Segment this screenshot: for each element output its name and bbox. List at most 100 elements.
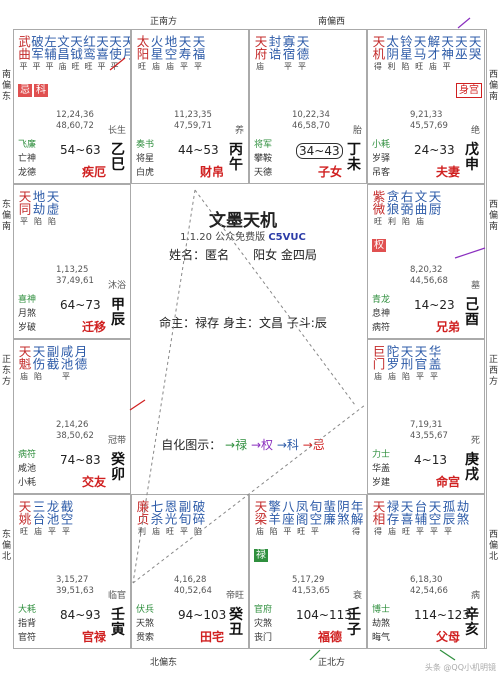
star-column: 天机得	[370, 35, 385, 70]
star-column: 天相得	[371, 500, 386, 535]
star-list: 武曲平破军平左辅平文昌庙天钺旺红鸾旺天喜平天使平天月大耗龙德	[16, 35, 130, 70]
growth-stage: 病	[470, 591, 480, 601]
age-line-1: 10,22,34	[292, 110, 330, 120]
god-1: 奏书	[136, 140, 155, 150]
star-brightness: 平	[32, 62, 41, 70]
hua-badge: 权	[372, 239, 386, 252]
star-name: 天钺	[68, 35, 83, 60]
god-3: 晦气	[372, 633, 391, 643]
star-list: 天姚旺三台庙龙池平截空平	[17, 500, 127, 535]
age-line-2: 47,59,71	[174, 121, 212, 131]
center-line1: 姓名：匿名 阳女 金四局	[169, 248, 317, 262]
decade-range: 24~33	[414, 143, 455, 157]
stem-branch: 甲辰	[111, 297, 125, 328]
star-list: 太阳旺火星庙地空庙天寿平天福平	[135, 35, 245, 70]
decade-range: 4~13	[414, 453, 447, 467]
god-1: 飞廉	[18, 140, 37, 150]
star-column: 擎羊陷	[266, 500, 282, 535]
badge-group: 忌科	[18, 78, 50, 97]
star-name: 武曲	[16, 35, 31, 60]
hua-badge: 忌	[18, 84, 32, 97]
star-brightness: 庙	[165, 62, 175, 70]
star-name: 天喜	[398, 500, 414, 525]
star-brightness: 旺	[296, 527, 306, 535]
star-brightness: 旺	[414, 62, 424, 70]
growth-stage: 胎	[352, 126, 362, 136]
god-list: 力士华盖岁建	[372, 448, 390, 490]
star-column: 天虚陷	[44, 190, 60, 225]
star-column: 孤辰平	[440, 500, 456, 535]
center-line2: 命主：禄存 身主：文昌 子斗:辰	[159, 316, 327, 330]
age-line-2: 42,54,66	[410, 586, 448, 596]
star-brightness: 庙	[255, 62, 265, 70]
palace-name: 命宫	[436, 475, 461, 489]
decade-range: 14~23	[414, 298, 455, 312]
palace-name: 官禄	[82, 630, 107, 644]
star-name: 火星	[148, 35, 164, 60]
star-column: 右弼陷	[399, 190, 414, 225]
age-line-2: 44,56,68	[410, 276, 448, 286]
star-name: 年解	[348, 500, 364, 525]
star-brightness: 平	[443, 527, 453, 535]
star-brightness: 旺	[19, 527, 29, 535]
star-brightness: 庙	[387, 372, 397, 380]
age-line-1: 11,23,35	[174, 110, 212, 120]
star-column: 天官平	[413, 345, 428, 380]
star-brightness: 庙	[255, 527, 265, 535]
star-brightness: 平	[61, 372, 71, 380]
hua-ke: →科	[276, 438, 299, 452]
age-line-2: 48,60,72	[56, 121, 94, 131]
dir-left-1: 南偏东	[1, 70, 11, 102]
star-brightness: 庙	[387, 527, 397, 535]
palace-疾厄[interactable]: 武曲平破军平左辅平文昌庙天钺旺红鸾旺天喜平天使平天月大耗龙德忌科12,24,36…	[13, 29, 131, 184]
age-line-1: 12,24,36	[56, 110, 94, 120]
center-hua-legend: 自化图示： →禄 →权 →科 →忌	[131, 436, 355, 453]
star-name: 破碎	[190, 500, 206, 525]
star-brightness: 得	[373, 527, 383, 535]
god-3: 龙德	[18, 168, 37, 178]
star-brightness: 平	[61, 527, 71, 535]
star-column: 天喜旺	[398, 500, 414, 535]
palace-name: 福德	[318, 630, 343, 644]
star-column: 天伤陷	[31, 345, 46, 380]
star-brightness: 陷	[269, 527, 279, 535]
god-1: 官府	[254, 605, 273, 615]
star-column: 紫微旺	[371, 190, 386, 225]
star-name: 封诰	[266, 35, 282, 60]
star-brightness: 利	[137, 527, 147, 535]
hua-badge: 身宫	[456, 83, 482, 98]
hua-badge: 禄	[254, 549, 268, 562]
star-name: 文曲	[412, 190, 428, 215]
star-name: 擎羊	[266, 500, 282, 525]
star-name: 贪狼	[384, 190, 400, 215]
star-brightness: 平	[47, 527, 57, 535]
decade-range: 64~73	[60, 298, 101, 312]
star-brightness: 陷	[193, 527, 203, 535]
star-name: 天喜	[94, 35, 109, 60]
star-column: 旬空平	[307, 500, 322, 535]
age-line-2: 40,52,64	[174, 586, 212, 596]
god-1: 博士	[372, 605, 391, 615]
decade-range: 84~93	[60, 608, 101, 622]
decade-range: 114~123	[414, 608, 470, 622]
star-brightness: 陷	[400, 62, 410, 70]
star-name: 天德	[294, 35, 310, 60]
hua-label: 自化图示：	[161, 438, 222, 452]
star-column: 三台庙	[31, 500, 46, 535]
star-name: 孤辰	[440, 500, 456, 525]
star-column: 副旬平	[177, 500, 192, 535]
star-brightness: 得	[351, 527, 361, 535]
star-name: 天虚	[44, 190, 60, 215]
star-name: 台辅	[412, 500, 428, 525]
